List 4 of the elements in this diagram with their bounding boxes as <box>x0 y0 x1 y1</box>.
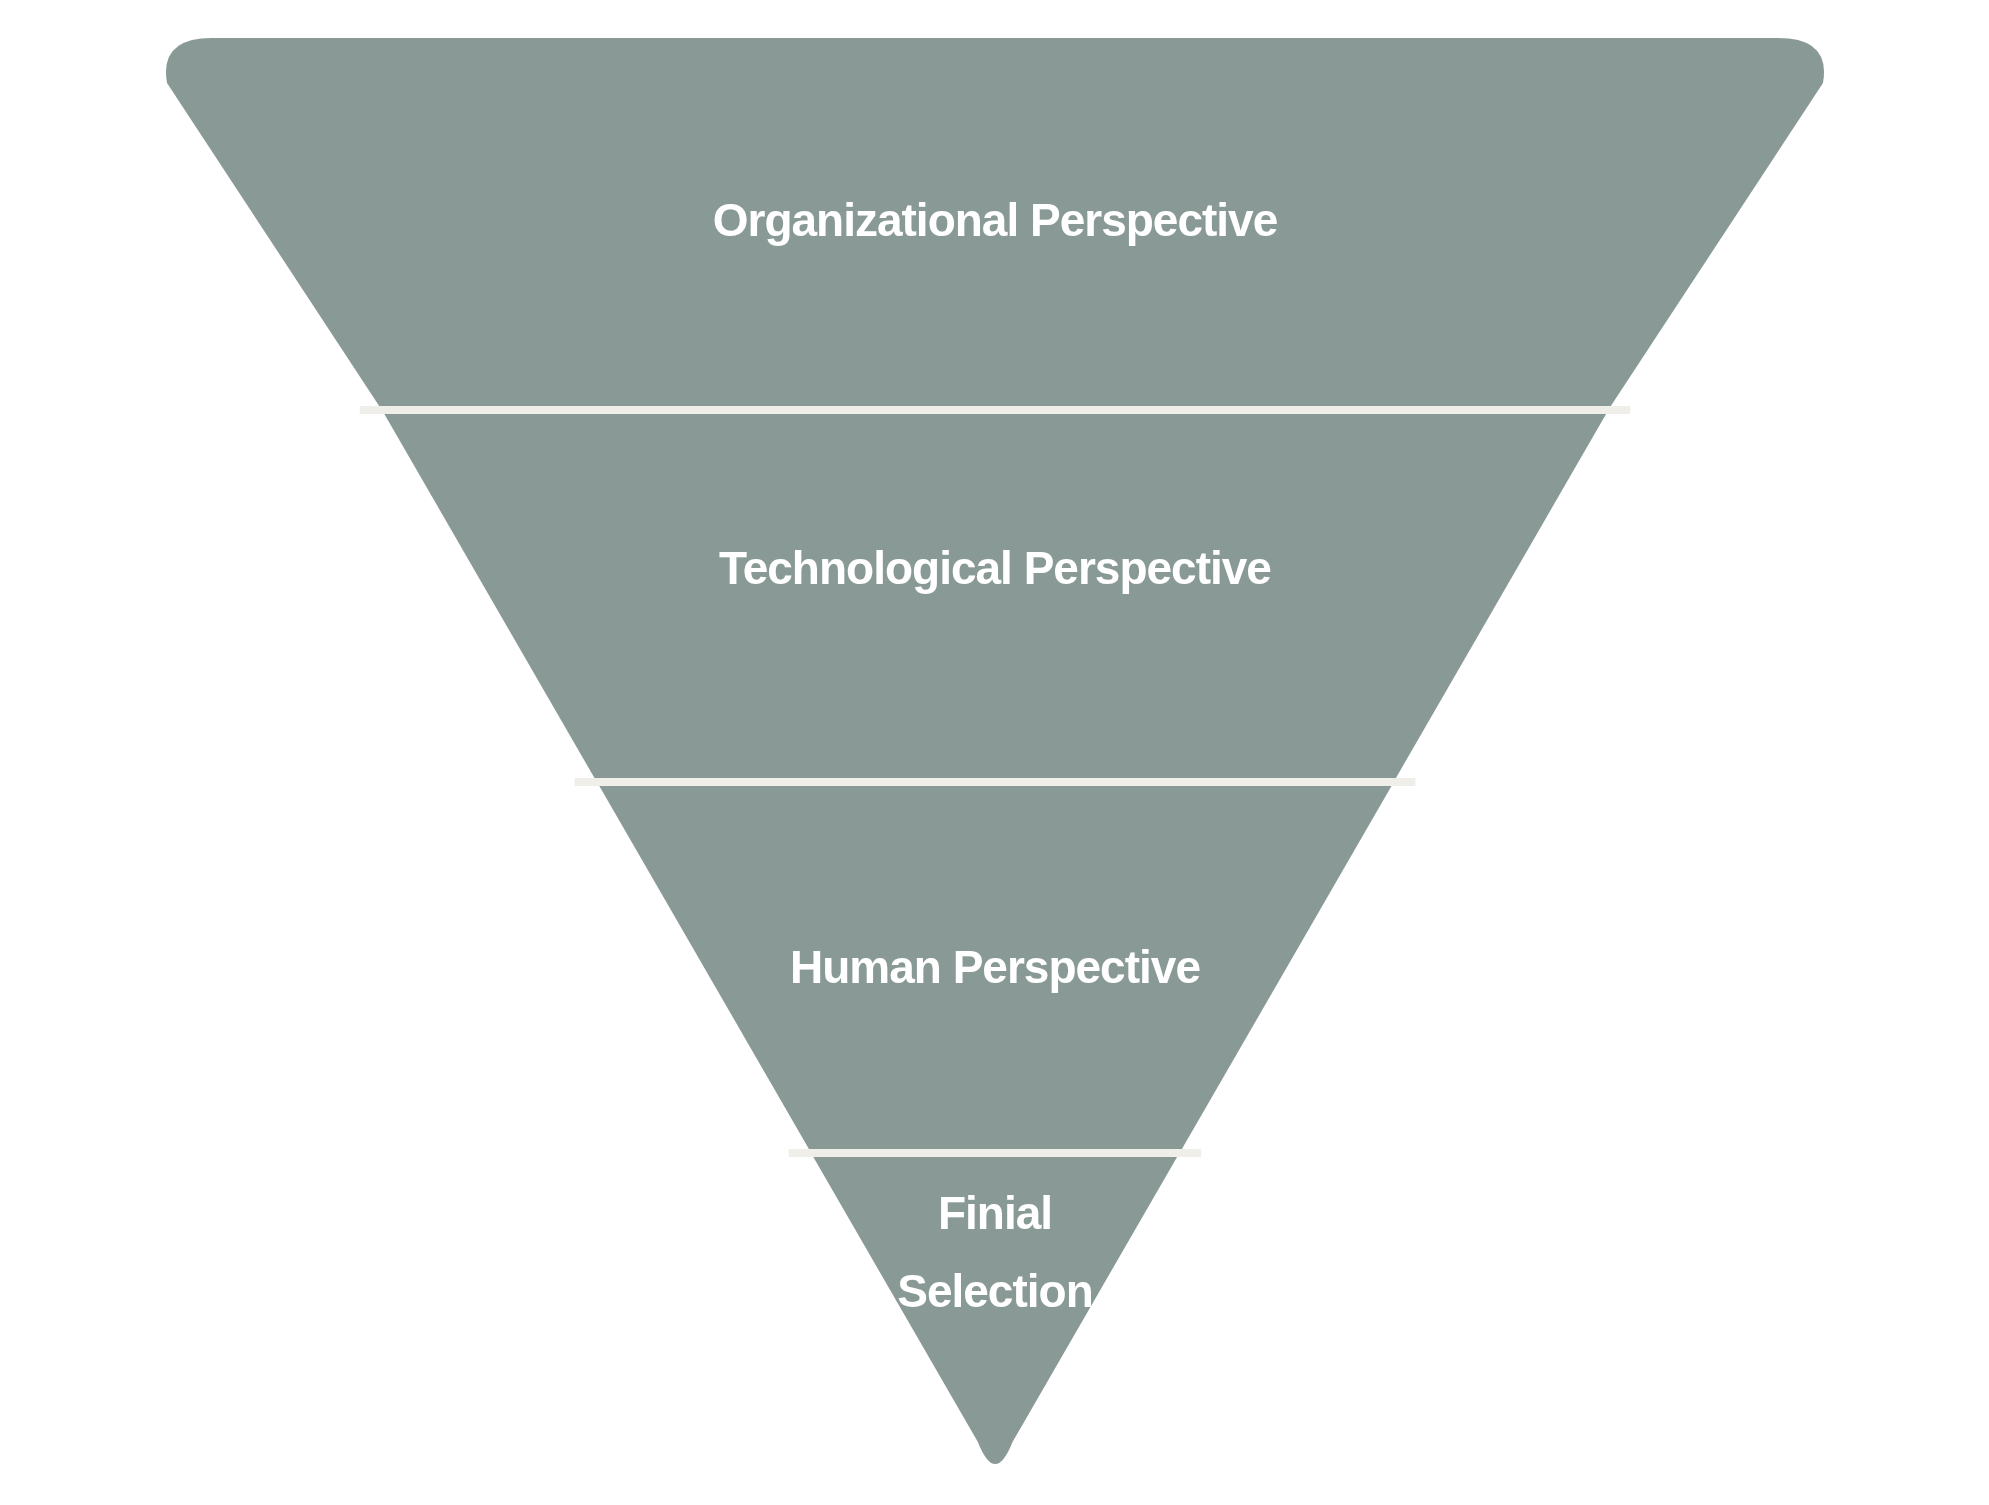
band-label: Technological Perspective <box>718 541 1272 596</box>
band-label: Human Perspective <box>789 940 1201 995</box>
band-label: Organizational Perspective <box>711 193 1279 248</box>
band-label: Finial Selection <box>896 1186 1094 1319</box>
